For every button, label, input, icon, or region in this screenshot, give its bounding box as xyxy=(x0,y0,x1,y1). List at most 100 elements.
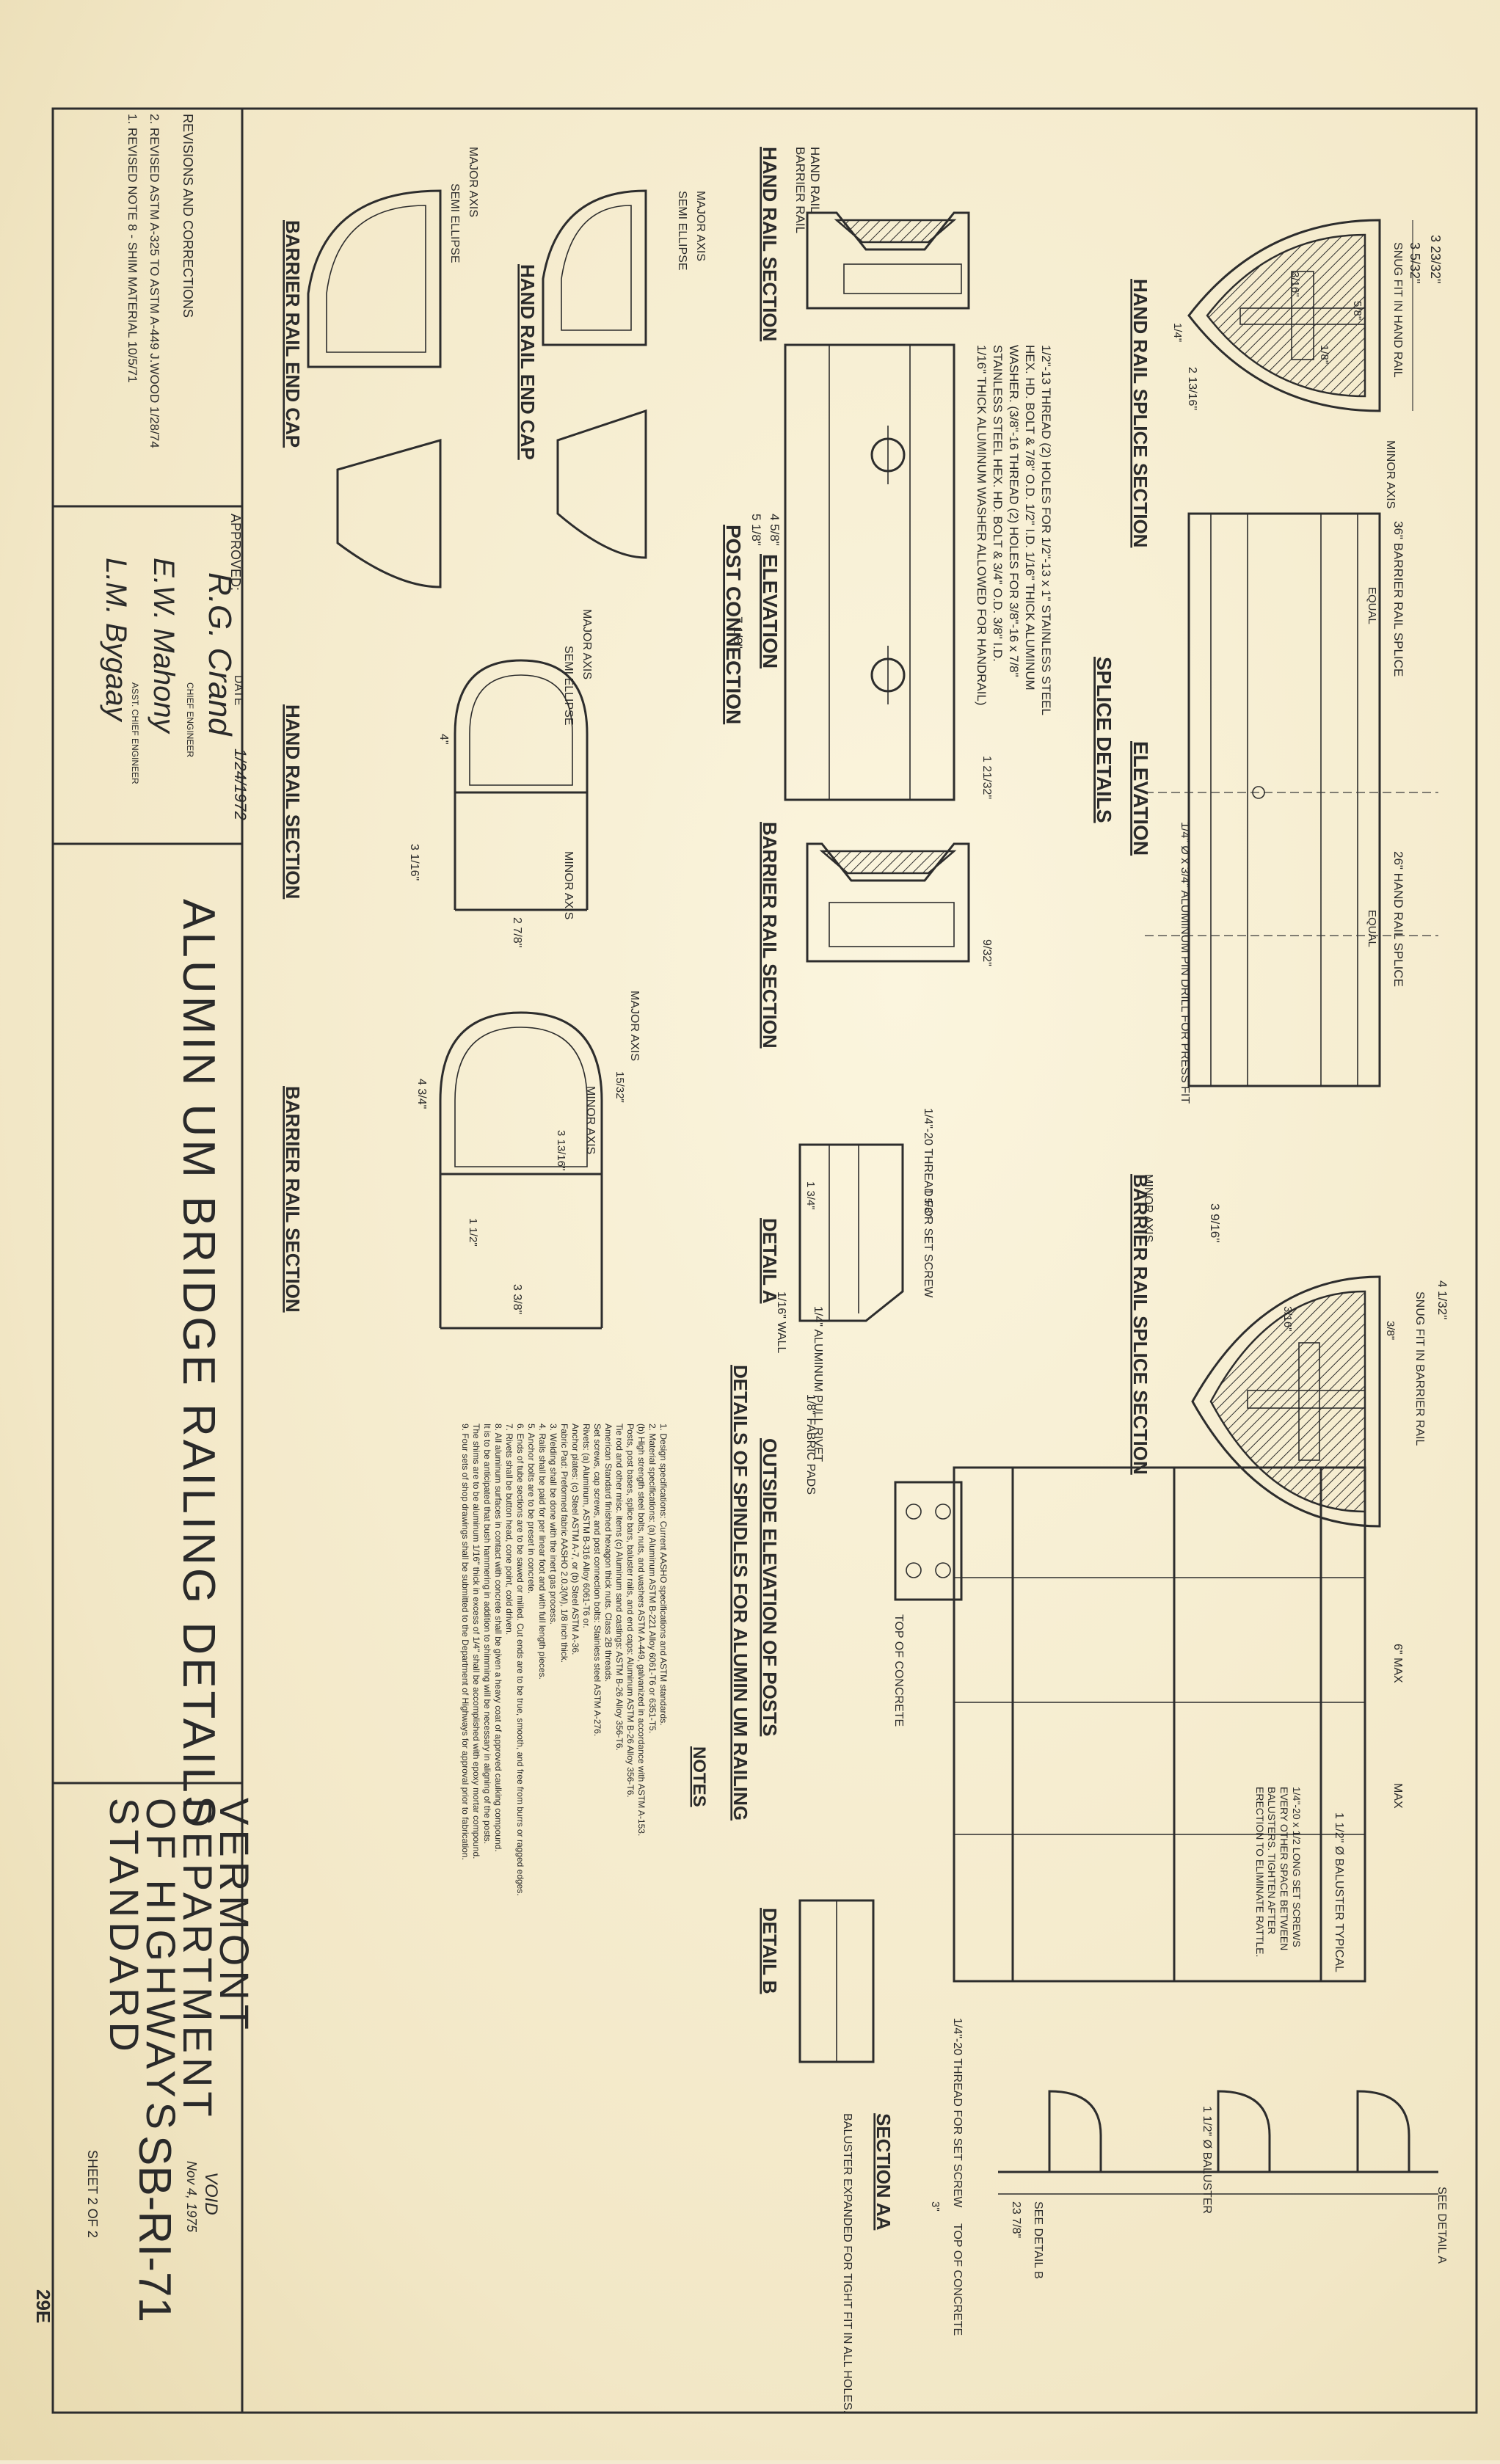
hand-rail-section-large: 4" 3 1/16" 2 7/8" MAJOR AXIS SEMI ELLIPS… xyxy=(282,609,593,947)
note-2: 2. Material specifications: (a) Aluminum… xyxy=(647,1424,658,1733)
barrier-rail-end-cap-title: BARRIER RAIL END CAP xyxy=(282,220,304,448)
signature-2: E.W. Mahony xyxy=(148,558,180,735)
bolt-note-line-3: WASHER. (3/8"-16 THREAD (2) HOLES FOR 3/… xyxy=(1007,345,1021,677)
snug-fit-barrier-rail: SNUG FIT IN BARRIER RAIL xyxy=(1413,1291,1426,1446)
barrier-rail-end-cap: MAJOR AXIS SEMI ELLIPSE BARRIER RAIL END… xyxy=(282,147,479,588)
barrier-rail-section-title-large: BARRIER RAIL SECTION xyxy=(282,1086,304,1313)
barrier-rail-splice-section-title: BARRIER RAIL SPLICE SECTION xyxy=(1129,1174,1151,1475)
detail-b: DETAIL B 1/4"-20 THREAD FOR SET SCREW xyxy=(759,1899,964,2208)
dim-3-23-32: 3 23/32" xyxy=(1428,235,1443,283)
semi-ellipse-label-1: SEMI ELLIPSE xyxy=(676,191,688,271)
splice-36-label: 36" BARRIER RAIL SPLICE xyxy=(1391,521,1405,677)
notes-block: NOTES 1. Design specifications: Current … xyxy=(460,1424,709,1896)
thread-set-screw-label: 1/4"-20 THREAD FOR SET SCREW xyxy=(951,2018,964,2208)
bolt-note-line-2: HEX. HD. BOLT & 7/8" O.D. 1/2" I.D. 1/16… xyxy=(1023,345,1037,690)
set-screw-label: 1/4"-20 THREAD FOR SET SCREW xyxy=(922,1108,934,1298)
dim-3-8: 3/8" xyxy=(1384,1321,1397,1340)
pull-rivet-label: 1/4" ALUMINUM PULL RIVET xyxy=(812,1306,824,1462)
barrier-rail-section-title-small: BARRIER RAIL SECTION xyxy=(759,822,781,1049)
dim-5-8: 5/8" xyxy=(1351,301,1364,320)
dim-5-1-8: 5 1/8" xyxy=(749,514,763,546)
baluster-typical-label: 1 1/2" Ø BALUSTER TYPICAL xyxy=(1333,1812,1345,1972)
dim-1-21-32: 1 21/32" xyxy=(980,756,993,799)
top-of-concrete-label-1: TOP OF CONCRETE xyxy=(892,1614,905,1727)
minor-axis-label-2: MINOR AXIS xyxy=(1142,1174,1154,1242)
hand-rail-splice-section: 3 23/32" 3 5/32" SNUG FIT IN HAND RAIL H… xyxy=(1129,219,1443,547)
approved-label: APPROVED: xyxy=(228,514,243,591)
dim-7-1-8: 7 1/8" xyxy=(731,616,745,649)
dim-3-1-16: 3 1/16" xyxy=(408,844,420,881)
bolt-note: 1/2"-13 THREAD (2) HOLES FOR 1/2"-13 x 1… xyxy=(975,345,1053,715)
revision-item-2: 2. REVISED ASTM A-325 TO ASTM A-449 J.WO… xyxy=(148,114,161,448)
six-max-label: 6" MAX xyxy=(1391,1644,1404,1683)
drawing-border xyxy=(51,107,1478,2414)
barrier-rail-label-1: BARRIER RAIL xyxy=(793,147,807,233)
note-11: 3. Welding shall be done with the inert … xyxy=(548,1424,558,1625)
dim-3-16-b: 3/16" xyxy=(1281,1306,1294,1332)
minor-axis-label-3: MINOR AXIS xyxy=(562,851,575,919)
fabric-pads-label: 1/8" FABRIC PADS xyxy=(804,1394,817,1495)
drawing-title: ALUMIN UM BRIDGE RAILING DETAILS xyxy=(173,899,224,1829)
note-14: 6. Ends of tube sections are to be sawed… xyxy=(515,1424,525,1896)
void-note: VOID xyxy=(201,2172,221,2215)
agency-line-3: OF HIGHWAYS xyxy=(138,1798,184,2134)
barrier-rail-splice-section: 4 1/32" SNUG FIT IN BARRIER RAIL 3 9/16"… xyxy=(1129,1174,1449,1528)
section-aa-title: SECTION AA xyxy=(873,2113,895,2231)
signature-1: R.G. Crand xyxy=(202,572,238,737)
note-12: 4. Rails shall be paid for per linear fo… xyxy=(537,1424,547,1680)
semi-ellipse-label-3: SEMI ELLIPSE xyxy=(562,646,575,726)
agency-line-4: STANDARD xyxy=(101,1798,148,2056)
note-17: It is to be anticipated that bush hammer… xyxy=(482,1424,492,1844)
stamp-number: 29E xyxy=(32,2289,54,2323)
hand-rail-splice-section-title: HAND RAIL SPLICE SECTION xyxy=(1129,279,1151,547)
note-6: American Standard finished hexagon thick… xyxy=(603,1424,614,1682)
title-strip: REVISIONS AND CORRECTIONS 1. REVISED NOT… xyxy=(32,109,258,2414)
major-axis-label-3: MAJOR AXIS xyxy=(580,609,593,679)
see-detail-a-label: SEE DETAIL A xyxy=(1435,2187,1448,2264)
hand-rail-section-title-small: HAND RAIL SECTION xyxy=(759,147,781,341)
void-date: Nov 4, 1975 xyxy=(184,2161,199,2233)
major-axis-label-1: MAJOR AXIS xyxy=(694,191,707,261)
note-10: Fabric Pad: Preformed fabric AASHO 2.0.3… xyxy=(559,1424,569,1663)
sheet-number: SHEET 2 OF 2 xyxy=(85,2150,100,2238)
splice-26-label: 26" HAND RAIL SPLICE xyxy=(1391,851,1405,987)
asst-chief-label: ASST. CHIEF ENGINEER xyxy=(130,682,140,784)
spindles-title: DETAILS OF SPINDLES FOR ALUMIN UM RAILIN… xyxy=(729,1365,751,1820)
note-16: 8. All aluminum surfaces in contact with… xyxy=(493,1424,503,1852)
dim-1-8: 1/8" xyxy=(1318,345,1330,364)
bolt-note-line-5: 1/16" THICK ALUMINUM WASHER ALLOWED FOR … xyxy=(975,345,989,706)
dim-1-3-4: 1 3/4" xyxy=(804,1181,817,1210)
post-elevation-title: ELEVATION xyxy=(759,554,782,668)
dim-1-4: 1/4" xyxy=(1171,323,1184,342)
drawing-number: SB-RI-71 xyxy=(129,2135,180,2322)
dim-4-1-32: 4 1/32" xyxy=(1435,1280,1449,1319)
minor-axis-label-4: MINOR AXIS xyxy=(584,1086,597,1154)
signature-3: L.M. Bygaay xyxy=(100,558,132,723)
semi-ellipse-label-2: SEMI ELLIPSE xyxy=(448,183,461,263)
dim-3-16: 3/16" xyxy=(1289,271,1301,297)
bolt-note-line-4: STAINLESS STEEL HEX. HD. BOLT & 3/4" O.D… xyxy=(991,345,1005,662)
post-connection-title: POST CONNECTION xyxy=(722,525,745,724)
hand-rail-section-title-large: HAND RAIL SECTION xyxy=(282,704,304,899)
barrier-rail-section-large: 4 3/4" 3 3/8" MAJOR AXIS MINOR AXIS BARR… xyxy=(282,991,641,1330)
top-of-concrete-label-2: TOP OF CONCRETE xyxy=(951,2223,964,2336)
notes-header: NOTES xyxy=(689,1746,709,1807)
hand-rail-end-cap: MAJOR AXIS SEMI ELLIPSE HAND RAIL END CA… xyxy=(517,189,707,559)
barrier-rail-section-small: 9/32" BARRIER RAIL SECTION xyxy=(759,822,993,1049)
agency-line-2: DEPARTMENT xyxy=(175,1798,221,2121)
note-7: Set screws, cap screws, and post connect… xyxy=(592,1424,602,1736)
note-18: The shims are to be aluminum 1/16" thick… xyxy=(471,1424,481,1859)
major-axis-label-4: MAJOR AXIS xyxy=(628,991,641,1061)
post-connection-elevation: 4 5/8" 5 1/8" 7 1/8" 1 21/32" ELEVATION … xyxy=(722,343,993,801)
note-3: (b) High strength steel bolts, nuts, and… xyxy=(636,1424,647,1836)
hand-rail-section-small: HAND RAIL BARRIER RAIL HAND RAIL SECTION xyxy=(759,147,970,341)
detail-a: 1/4"-20 THREAD FOR SET SCREW 1/4" ALUMIN… xyxy=(759,1108,934,1495)
dim-1-5-8: 1 5/8" xyxy=(922,1189,934,1217)
note-13: 5. Anchor bolts are to be preset in conc… xyxy=(526,1424,536,1594)
wall-label: 1/16" WALL xyxy=(775,1291,787,1353)
revision-item-1: 1. REVISED NOTE 8 - SHIM MATERIAL 10/5/7… xyxy=(125,114,139,383)
max-label: MAX xyxy=(1391,1783,1404,1809)
outside-elevation-title: OUTSIDE ELEVATION OF POSTS xyxy=(759,1438,781,1736)
note-8: Rivets: (a) Aluminum, ASTM B-316 Alloy 6… xyxy=(581,1424,591,1628)
note-1: 1. Design specifications: Current AASHO … xyxy=(658,1424,669,1726)
